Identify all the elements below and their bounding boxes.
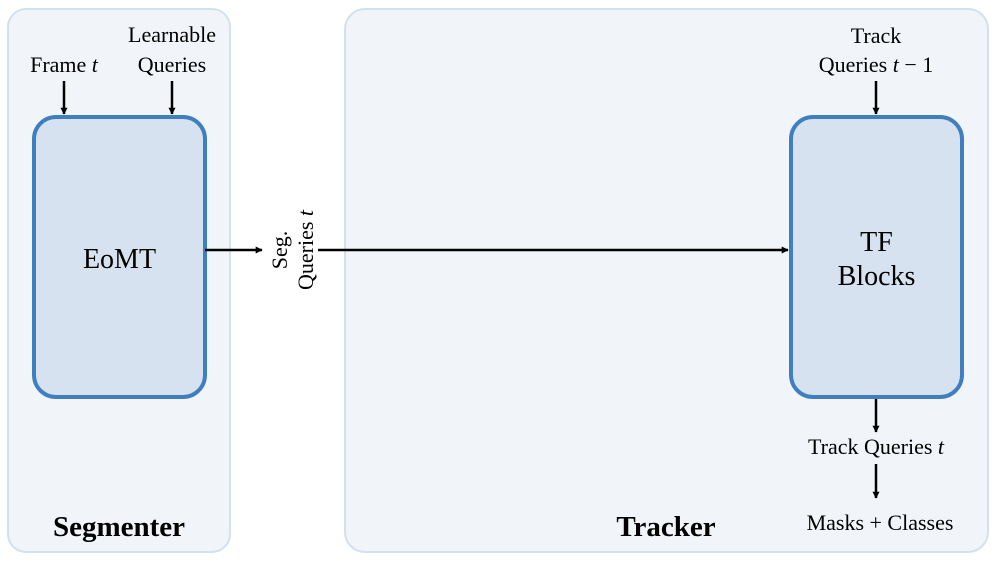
segmenter-title: Segmenter <box>53 511 185 543</box>
tf-blocks-label-line1: TF <box>860 227 893 258</box>
seg-queries-label: Seg. Queries t <box>267 209 318 290</box>
seg-queries-line1: Seg. <box>267 231 292 270</box>
frame-input-text: Frame <box>30 52 92 77</box>
eomt-block <box>32 115 207 399</box>
track-queries-prev-var: t <box>893 52 900 77</box>
learnable-queries-line1: Learnable <box>128 22 216 47</box>
track-queries-out-label: Track Queries t <box>808 434 945 459</box>
masks-classes-label: Masks + Classes <box>807 510 954 535</box>
track-queries-prev-suffix: − 1 <box>899 52 933 77</box>
track-queries-out-text: Track Queries <box>808 434 938 459</box>
track-queries-prev-line2: Queries t − 1 <box>819 52 933 77</box>
seg-queries-var: t <box>293 209 318 216</box>
eomt-label: EoMT <box>83 244 156 275</box>
seg-queries-line2: Queries t <box>293 209 318 290</box>
learnable-queries-line2: Queries <box>138 52 206 77</box>
tf-blocks-label-line2: Blocks <box>838 261 916 292</box>
track-queries-out-var: t <box>938 434 945 459</box>
tf-blocks-block <box>789 115 964 399</box>
frame-input-label: Frame t <box>30 52 99 77</box>
track-queries-prev-line1: Track <box>851 23 902 48</box>
frame-input-var: t <box>92 52 99 77</box>
tracker-title: Tracker <box>616 511 715 543</box>
track-queries-prev-text: Queries <box>819 52 893 77</box>
seg-queries-text: Queries <box>293 216 318 290</box>
